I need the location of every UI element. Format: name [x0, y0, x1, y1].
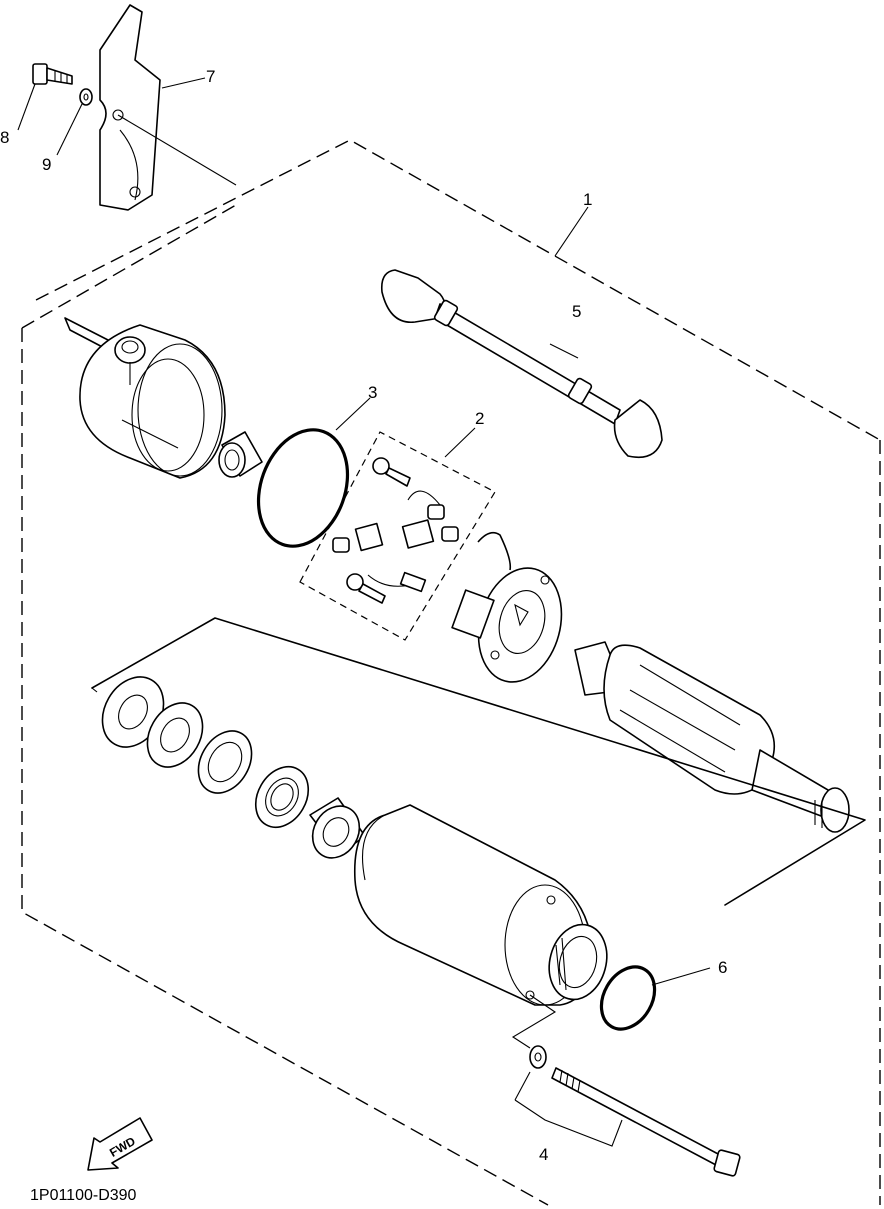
callout-7: 7 [206, 67, 215, 86]
brush-holder-part-2 [299, 427, 496, 641]
callout-1: 1 [583, 190, 592, 209]
fwd-arrow-icon: FWD [87, 1117, 153, 1171]
callout-9: 9 [42, 155, 51, 174]
bracket-part-7 [99, 4, 237, 211]
front-cover [64, 317, 226, 479]
callout-leaders [17, 77, 589, 257]
callout-3: 3 [368, 383, 377, 402]
o-ring-part-3 [256, 397, 371, 548]
callout-5: 5 [572, 302, 581, 321]
callout-6: 6 [718, 958, 727, 977]
through-bolt-part-5 [380, 269, 663, 459]
brush-screw-bottom [346, 573, 386, 604]
bushing [218, 431, 263, 478]
brush-plate [451, 531, 563, 683]
through-bolt-part-4 [514, 1067, 741, 1177]
washer-part-4 [529, 1045, 547, 1069]
washer-part-9 [79, 88, 93, 106]
shim-washer-3 [197, 730, 253, 794]
brush-springs [332, 504, 459, 553]
assembly-boundary [21, 139, 881, 1206]
brush-screw-top [372, 457, 411, 487]
bolt-part-8 [32, 63, 73, 85]
armature [574, 641, 850, 833]
o-ring-part-6 [599, 965, 711, 1031]
washer-group-boundary [91, 617, 866, 906]
motor-yoke [353, 804, 608, 1049]
drawing-code: 1P01100-D390 [30, 1187, 137, 1204]
needle-bearing [309, 797, 366, 859]
callout-4: 4 [539, 1145, 548, 1164]
oil-seal [254, 766, 310, 828]
shim-washer-2 [146, 702, 204, 768]
callout-8: 8 [0, 128, 9, 147]
callout-2: 2 [475, 409, 484, 428]
